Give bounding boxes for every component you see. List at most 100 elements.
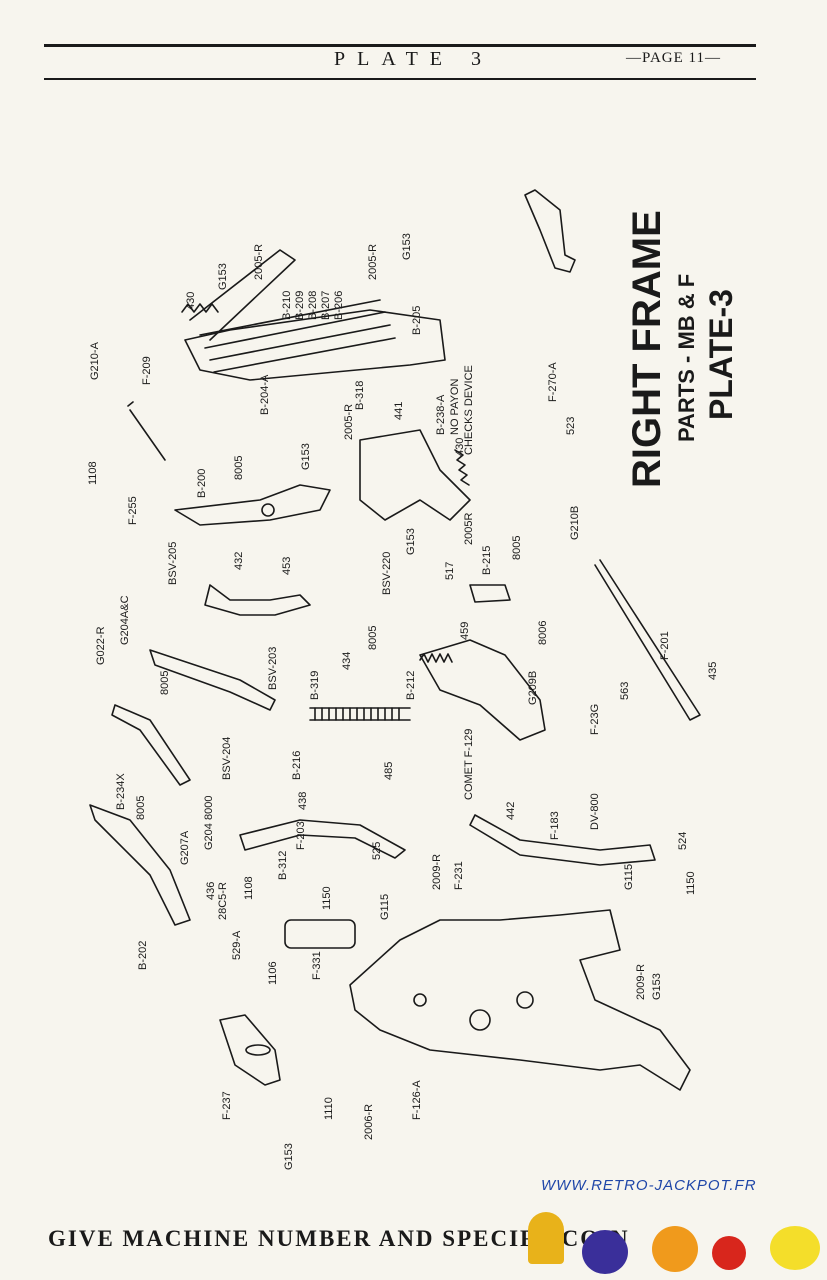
part-label: 1110	[323, 1097, 335, 1120]
part-label: G115	[623, 864, 635, 890]
part-label: 8005	[511, 536, 523, 560]
pin-f209	[127, 401, 166, 461]
part-label: B-205	[411, 306, 423, 335]
plum-icon	[582, 1230, 628, 1274]
part-label: 485	[383, 762, 395, 780]
part-label: G153	[300, 443, 312, 470]
part-label: 2009-R	[635, 964, 647, 1000]
part-label: B-200	[196, 469, 208, 498]
part-label: B-202	[137, 941, 149, 970]
part-label: G153	[651, 973, 663, 1000]
part-label: 8005	[233, 456, 245, 480]
part-label: B-319	[309, 671, 321, 700]
part-label: G210B	[569, 506, 581, 540]
part-label: F-201	[659, 631, 671, 660]
part-label: F-209	[141, 356, 153, 385]
part-label: G204A&C	[119, 595, 131, 645]
part-label: 434	[341, 652, 353, 670]
note-line2: CHECKS DEVICE	[463, 365, 475, 455]
part-label: B-206	[333, 291, 345, 320]
lemon-icon	[770, 1226, 820, 1270]
page-number: —PAGE 11—	[626, 50, 721, 66]
part-label: DV-800	[589, 793, 601, 830]
spring-430-top	[181, 303, 219, 313]
part-label: 8005	[367, 626, 379, 650]
part-label: B-215	[481, 546, 493, 575]
part-label: B-209	[294, 291, 306, 320]
part-label: 430	[185, 292, 197, 310]
part-label: 435	[707, 662, 719, 680]
cherries-icon	[712, 1236, 746, 1270]
part-label: 441	[393, 402, 405, 420]
header-rule-bottom	[44, 78, 756, 80]
watermark-site[interactable]: WWW.RETRO-JACKPOT.FR	[541, 1177, 757, 1194]
bracket-f237	[219, 1014, 281, 1086]
part-label: 525	[371, 842, 383, 860]
header-rule-top	[44, 44, 756, 47]
part-label: BSV-203	[267, 647, 279, 690]
part-label: 8006	[537, 621, 549, 645]
part-label: G022-R	[95, 626, 107, 665]
lever-bsv204	[149, 649, 276, 711]
part-label: 8005	[159, 671, 171, 695]
lever-f183	[469, 814, 656, 866]
note-line1: NO PAYON	[449, 379, 461, 435]
part-label: 523	[565, 417, 577, 435]
part-label: 436	[205, 882, 217, 900]
bracket-b238a	[359, 429, 471, 521]
lever-f270a	[524, 189, 576, 273]
part-label: B-207	[320, 291, 332, 320]
diagram-title: RIGHT FRAME	[625, 210, 669, 488]
part-label: F-23G	[589, 704, 601, 735]
part-label: B-312	[277, 851, 289, 880]
part-label: 28C5-R	[217, 882, 229, 920]
part-label: F-255	[127, 496, 139, 525]
diagram-subtitle: PARTS - MB & F	[674, 274, 699, 442]
part-label: 453	[281, 557, 293, 575]
diagram-plate-label: PLATE-3	[703, 289, 739, 420]
part-label: 442	[505, 802, 517, 820]
bell-icon	[528, 1212, 564, 1264]
part-label: B-216	[291, 751, 303, 780]
part-label: 2006-R	[363, 1104, 375, 1140]
part-label: 1108	[243, 876, 255, 900]
part-label: 2005R	[463, 513, 475, 545]
part-label: F-270-A	[547, 362, 559, 402]
lever-b234x	[111, 704, 191, 786]
plate-heading-block: RIGHT FRAME PARTS - MB & F PLATE-3	[625, 210, 739, 488]
rod-f201	[594, 559, 701, 721]
cylinder-f331	[284, 919, 356, 949]
part-label: 438	[297, 792, 309, 810]
orange-icon	[652, 1226, 698, 1272]
part-label: F-183	[549, 811, 561, 840]
part-label: BSV-205	[167, 542, 179, 585]
part-label: G153	[283, 1143, 295, 1170]
part-label: 524	[677, 832, 689, 850]
sector-f129	[419, 639, 546, 741]
part-label: 2009-R	[431, 854, 443, 890]
part-label: B-234X	[115, 773, 127, 810]
part-label: 1106	[267, 961, 279, 985]
comb-bracket	[184, 309, 446, 381]
part-label: BSV-204	[221, 737, 233, 780]
lever-f203	[239, 819, 406, 859]
part-label: G210-A	[89, 341, 101, 380]
part-label: BSV-220	[381, 552, 393, 595]
part-label: 432	[233, 552, 245, 570]
note-no-payon: B-238-A NO PAYON CHECKS DEVICE	[435, 365, 475, 455]
part-label: 563	[619, 682, 631, 700]
exploded-parts-diagram: 430 G153 2005-R B-210 B-209 B-208 B-207 …	[87, 189, 739, 1170]
part-label: F-231	[453, 861, 465, 890]
part-label: G153	[401, 233, 413, 260]
spring-430-mid	[454, 449, 470, 486]
block-b215	[469, 584, 511, 603]
part-label: 430	[454, 438, 466, 456]
part-label: G209B	[527, 671, 539, 705]
part-label: 459	[459, 622, 471, 640]
part-label: 8005	[135, 796, 147, 820]
part-label: 2005-R	[253, 244, 265, 280]
part-label: 1150	[685, 871, 697, 895]
part-label: G207A	[179, 830, 191, 865]
part-label: B-204-A	[259, 374, 271, 415]
part-label: 2005-R	[343, 404, 355, 440]
